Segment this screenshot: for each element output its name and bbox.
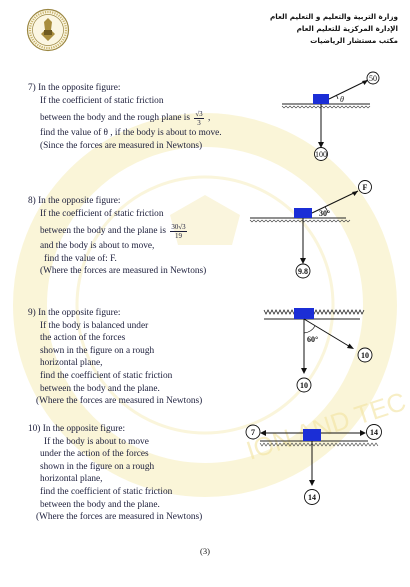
problem-8-line: If the coefficient of static friction [40,208,164,219]
figure-8-force-top: F [363,183,368,192]
block [294,208,312,218]
figure-8: F 30° 9.8 [249,180,372,279]
figure-10-force-left: 7 [251,428,255,437]
figure-10-force-right: 14 [370,428,378,437]
ministry-header: وزارة التربية والتعليم و التعليم العام ا… [198,11,398,47]
coef-suffix: , [208,113,211,124]
problem-9-line: (Where the forces are measured in Newton… [36,396,203,407]
problem-9-line: shown in the figure on a rough [40,345,155,356]
coef-numerator: 30√3 [170,223,187,233]
problem-10-line: If the body is about to move [44,436,149,447]
problem-10-line: shown in the figure on a rough [40,461,155,472]
problem-10-line: under the action of the forces [40,449,149,460]
page-number: (3) [200,546,210,556]
problem-7-line: between the body and the rough plane is [40,113,190,124]
figure-7-force-bottom: 100 [315,150,327,159]
ministry-line-1: وزارة التربية والتعليم و التعليم العام [270,12,398,21]
figure-8-force-bottom: 9.8 [298,267,308,276]
ministry-line-2: الإدارة المركزية للتعليم العام [296,24,398,33]
figure-7-angle: θ [340,95,344,104]
block [303,429,321,441]
problem-10: 10) In the opposite figure: If the body … [28,423,202,524]
problem-7-line: If the coefficient of static friction [40,95,164,106]
problem-10-line: find the coefficient of static friction [40,486,173,497]
problem-7-coefficient-line: between the body and the rough plane is … [28,110,222,127]
problem-7-line: find the value of θ , if the body is abo… [40,128,222,139]
problem-9-line: the action of the forces [40,333,126,344]
block [313,94,329,104]
problem-8-line: find the value of: F. [44,253,117,264]
problem-8-line: and the body is about to move, [40,241,155,252]
block [294,308,314,319]
problem-10-line: (Where the forces are measured in Newton… [36,512,203,523]
figure-10-force-bottom: 14 [308,493,316,502]
problem-7: 7) In the opposite figure: If the coeffi… [28,82,222,152]
problem-8: 8) In the opposite figure: If the coeffi… [28,195,206,278]
ministry-line-3: مكتب مستشار الرياضيات [310,36,398,45]
figure-10: 7 14 14 [245,424,382,505]
problem-7-title: 7) In the opposite figure: [28,83,121,93]
problem-7-line: (Since the forces are measured in Newton… [40,140,203,151]
problem-9-line: horizontal plane, [40,358,103,369]
figure-7: 50 θ 100 [281,71,380,161]
problem-10-title: 10) In the opposite figure: [28,424,126,434]
coef-denominator: 3 [197,119,201,128]
problem-8-line: between the body and the plane is [40,226,166,237]
problem-9-title: 9) In the opposite figure: [28,308,121,318]
ministry-logo [26,8,70,52]
problem-9-line: If the body is balanced under [40,320,149,331]
problem-9-line: between the body and the plane. [40,383,160,394]
coef-denominator: 19 [175,232,182,241]
figure-7-force-top: 50 [369,74,377,83]
figure-9-force-bottom: 10 [300,381,308,390]
figure-8-angle: 30° [319,209,330,218]
problem-9-line: find the coefficient of static friction [40,370,173,381]
coef-numerator: √3 [194,110,204,120]
figure-9-force-right: 10 [361,351,369,360]
problem-10-line: horizontal plane, [40,474,103,485]
problem-8-title: 8) In the opposite figure: [28,196,121,206]
figure-9-angle: 60° [307,335,318,344]
problem-10-line: between the body and the plane. [40,499,160,510]
problem-8-line: (Where the forces are measured in Newton… [40,266,207,277]
problem-9: 9) In the opposite figure: If the body i… [28,307,202,408]
figure-9: 10 60° 10 [263,308,373,393]
